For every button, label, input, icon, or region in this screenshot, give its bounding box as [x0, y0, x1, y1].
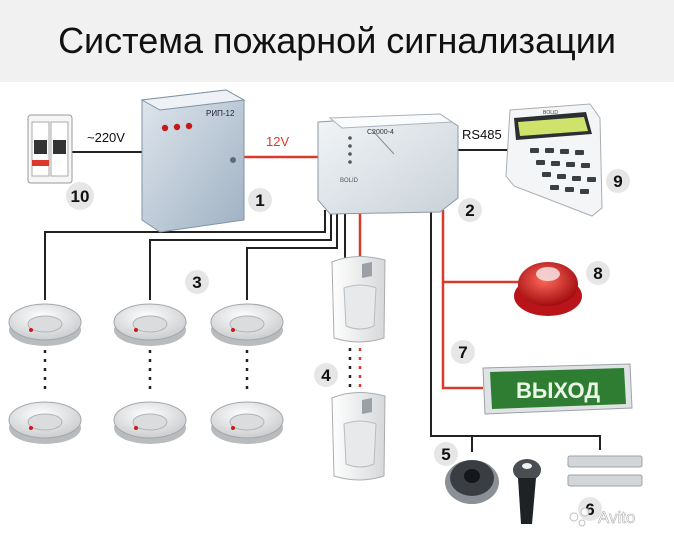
circuit-breaker — [27, 114, 73, 184]
reader-wire — [430, 210, 473, 452]
svg-text:9: 9 — [613, 172, 622, 191]
svg-text:1: 1 — [255, 191, 264, 210]
detector-loop-3 — [246, 210, 338, 300]
siren-wire — [441, 210, 528, 284]
smoke-detector — [113, 303, 187, 346]
svg-text:3: 3 — [192, 273, 201, 292]
motion-sensor — [331, 392, 386, 481]
badge-8: 8 — [586, 261, 610, 285]
badge-3: 3 — [185, 270, 209, 294]
breaker-switch-left — [34, 140, 47, 154]
smoke-detector — [210, 401, 284, 444]
svg-text:6: 6 — [585, 500, 594, 519]
svg-text:5: 5 — [441, 445, 450, 464]
key-fob — [513, 459, 541, 524]
svg-text:10: 10 — [71, 187, 90, 206]
detector-loop-1 — [44, 210, 326, 300]
keypad-brand: BOLID — [543, 110, 558, 116]
rs485-label: RS485 — [462, 127, 502, 142]
psu-label: РИП-12 — [206, 109, 235, 118]
badge-10: 10 — [66, 182, 94, 210]
mains-label: ~220V — [87, 130, 125, 145]
smoke-detector — [8, 401, 82, 444]
page-title: Система пожарной сигнализации — [58, 20, 616, 61]
siren-strobe — [514, 262, 582, 316]
control-panel: С2000-4 BOLID — [317, 113, 459, 215]
badge-9: 9 — [606, 169, 630, 193]
number-badges: 1 2 3 4 5 6 7 8 9 10 — [66, 169, 630, 521]
exit-sign: ВЫХОД — [482, 363, 633, 415]
power-supply-unit: РИП-12 — [140, 89, 246, 233]
badge-1: 1 — [248, 188, 272, 212]
svg-text:4: 4 — [321, 366, 331, 385]
svg-text:8: 8 — [593, 264, 602, 283]
access-reader — [445, 460, 499, 504]
badge-4: 4 — [314, 363, 338, 387]
svg-text:2: 2 — [465, 201, 474, 220]
door-sensor-wire — [431, 435, 601, 450]
avito-watermark: Avito — [569, 507, 636, 527]
keypad-keys — [530, 148, 596, 194]
badge-7: 7 — [451, 340, 475, 364]
watermark-text: Avito — [598, 508, 636, 527]
badge-2: 2 — [458, 198, 482, 222]
power-label: 12V — [266, 134, 289, 149]
badge-5: 5 — [434, 442, 458, 466]
title-bar — [0, 0, 674, 82]
fire-alarm-diagram: РИП-12 С2000-4 BOLID BOLID — [8, 89, 643, 527]
panel-model-label: С2000-4 — [367, 129, 394, 136]
svg-text:7: 7 — [458, 343, 467, 362]
wires — [43, 149, 601, 452]
lock-icon — [230, 157, 236, 163]
smoke-detector — [8, 303, 82, 346]
smoke-detectors — [8, 303, 284, 444]
keypad: BOLID — [505, 103, 603, 217]
smoke-detector — [113, 401, 187, 444]
panel-brand-label: BOLID — [340, 178, 359, 184]
exit-wire — [441, 282, 483, 390]
detector-loop-2 — [149, 210, 332, 300]
exit-sign-text: ВЫХОД — [516, 378, 600, 403]
breaker-switch-right — [53, 140, 66, 154]
motion-sensors — [331, 256, 386, 481]
smoke-detector — [210, 303, 284, 346]
door-contact-sensor — [567, 455, 643, 487]
motion-sensor — [331, 256, 386, 343]
